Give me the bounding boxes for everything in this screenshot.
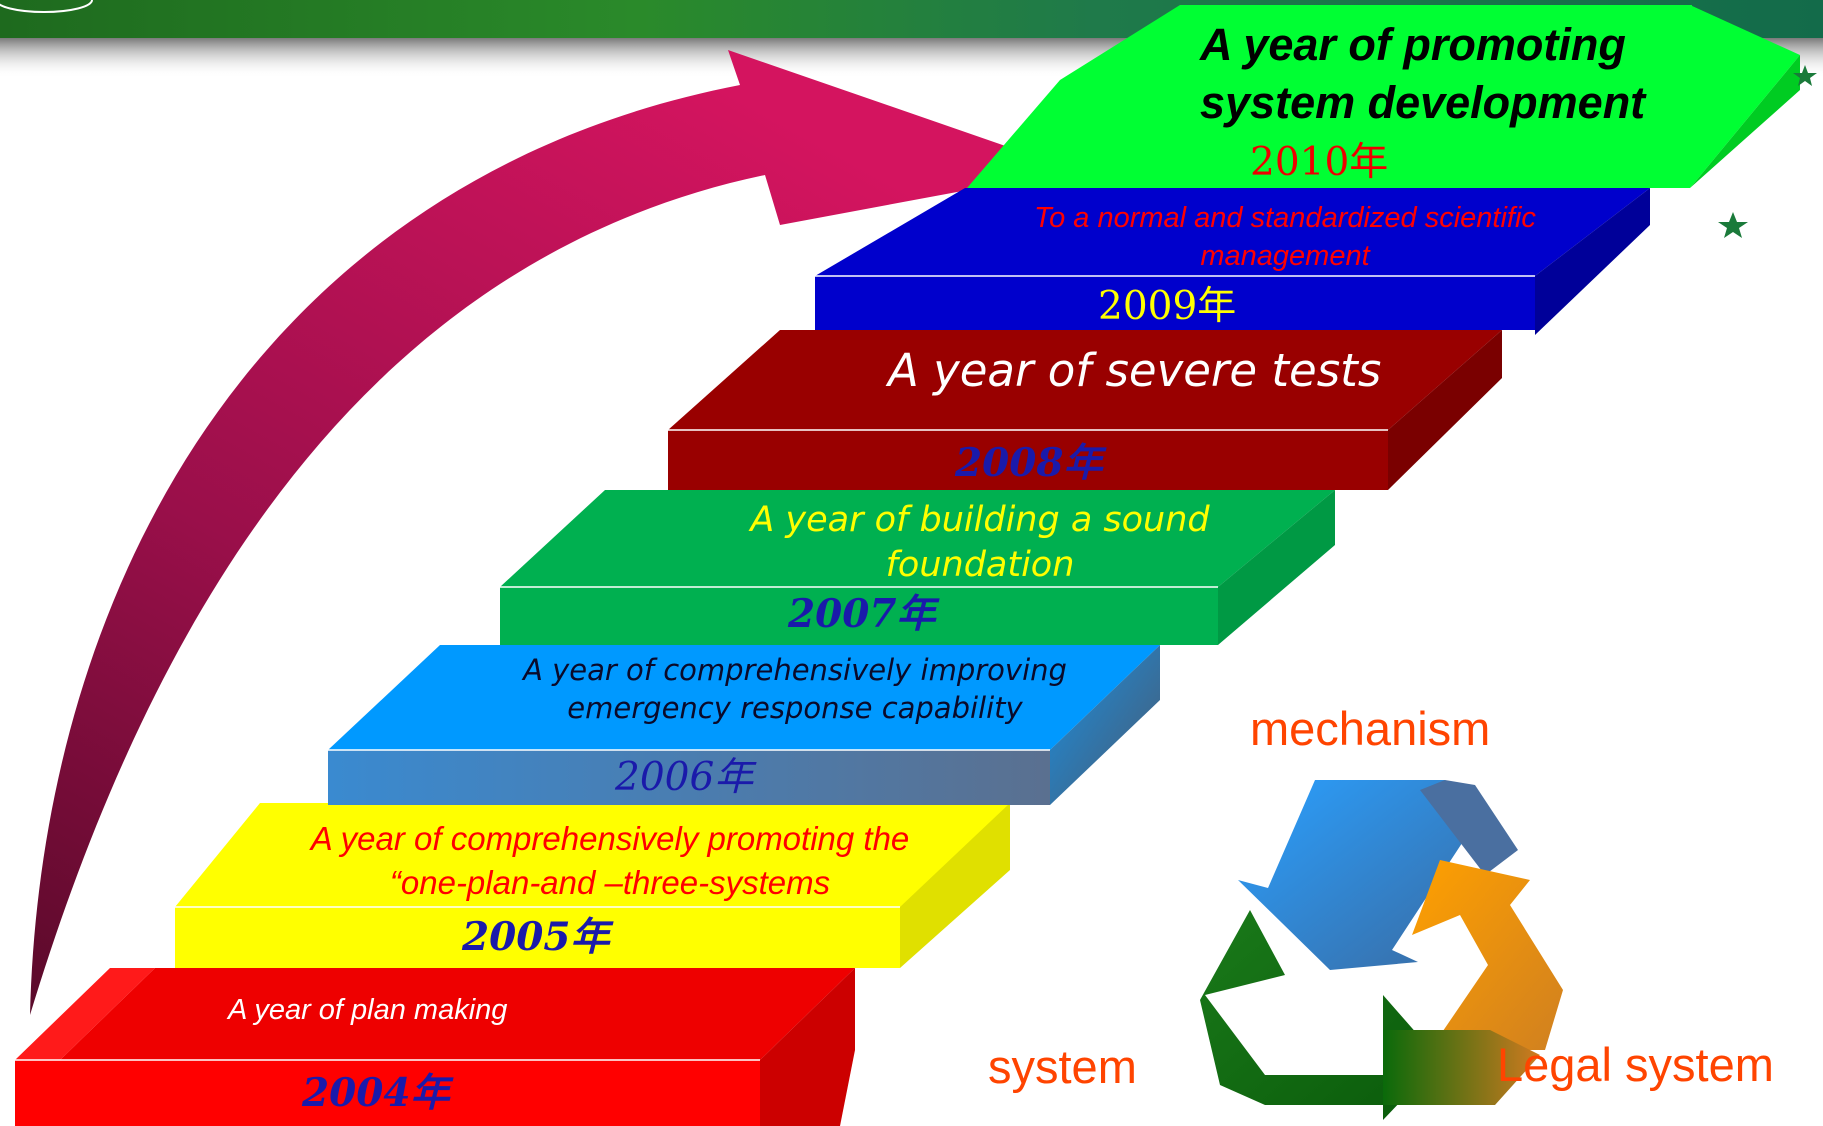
step-2006 [328,645,1160,805]
rising-arrow [30,50,1075,1015]
star-decoration [1793,65,1817,86]
cycle-arrow-orange [1412,860,1563,1050]
cycle-label-legal-system: Legal system [1497,1038,1774,1091]
cycle-arrow-blue [1238,780,1485,970]
cycle-label-system: system [988,1040,1137,1093]
step-2010-year: 2010年 [1250,140,1389,185]
step-2006-text-line1: A year of comprehensively improving [523,653,1067,687]
step-2010-text-line2: system development [1200,77,1646,128]
cycle-diagram [1200,780,1563,1120]
step-2006-year: 2006年 [615,755,754,800]
step-2009-text-line2: management [1200,240,1370,272]
step-2009 [815,188,1650,335]
step-2007 [500,490,1335,645]
step-2004-text: A year of plan making [228,994,508,1026]
step-2010-text-line1: A year of promoting [1200,19,1626,70]
step-2005-text-line1: A year of comprehensively promoting the [310,820,910,857]
step-2008 [668,330,1502,490]
cycle-arrow-green [1200,910,1440,1120]
step-2009-year: 2009年 [1098,284,1237,329]
step-2005-year: 2005年 [462,914,610,960]
logo-emblem [0,0,93,13]
step-2004 [15,968,855,1126]
step-2008-year: 2008年 [955,440,1103,486]
step-2010 [967,5,1800,188]
step-2007-text-line2: foundation [885,545,1075,585]
step-2004-year: 2004年 [302,1070,450,1116]
step-2008-text: A year of severe tests [888,344,1382,397]
step-2007-text-line1: A year of building a sound [750,500,1210,540]
step-2005 [175,803,1010,968]
step-2009-text-line1: To a normal and standardized scientific [1034,202,1536,234]
step-2007-year: 2007年 [788,591,936,637]
step-2006-text-line2: emergency response capability [567,691,1023,725]
star-decoration [1718,212,1748,238]
step-2005-text-line2: “one-plan-and –three-systems [389,864,831,901]
cycle-label-mechanism: mechanism [1250,702,1491,755]
